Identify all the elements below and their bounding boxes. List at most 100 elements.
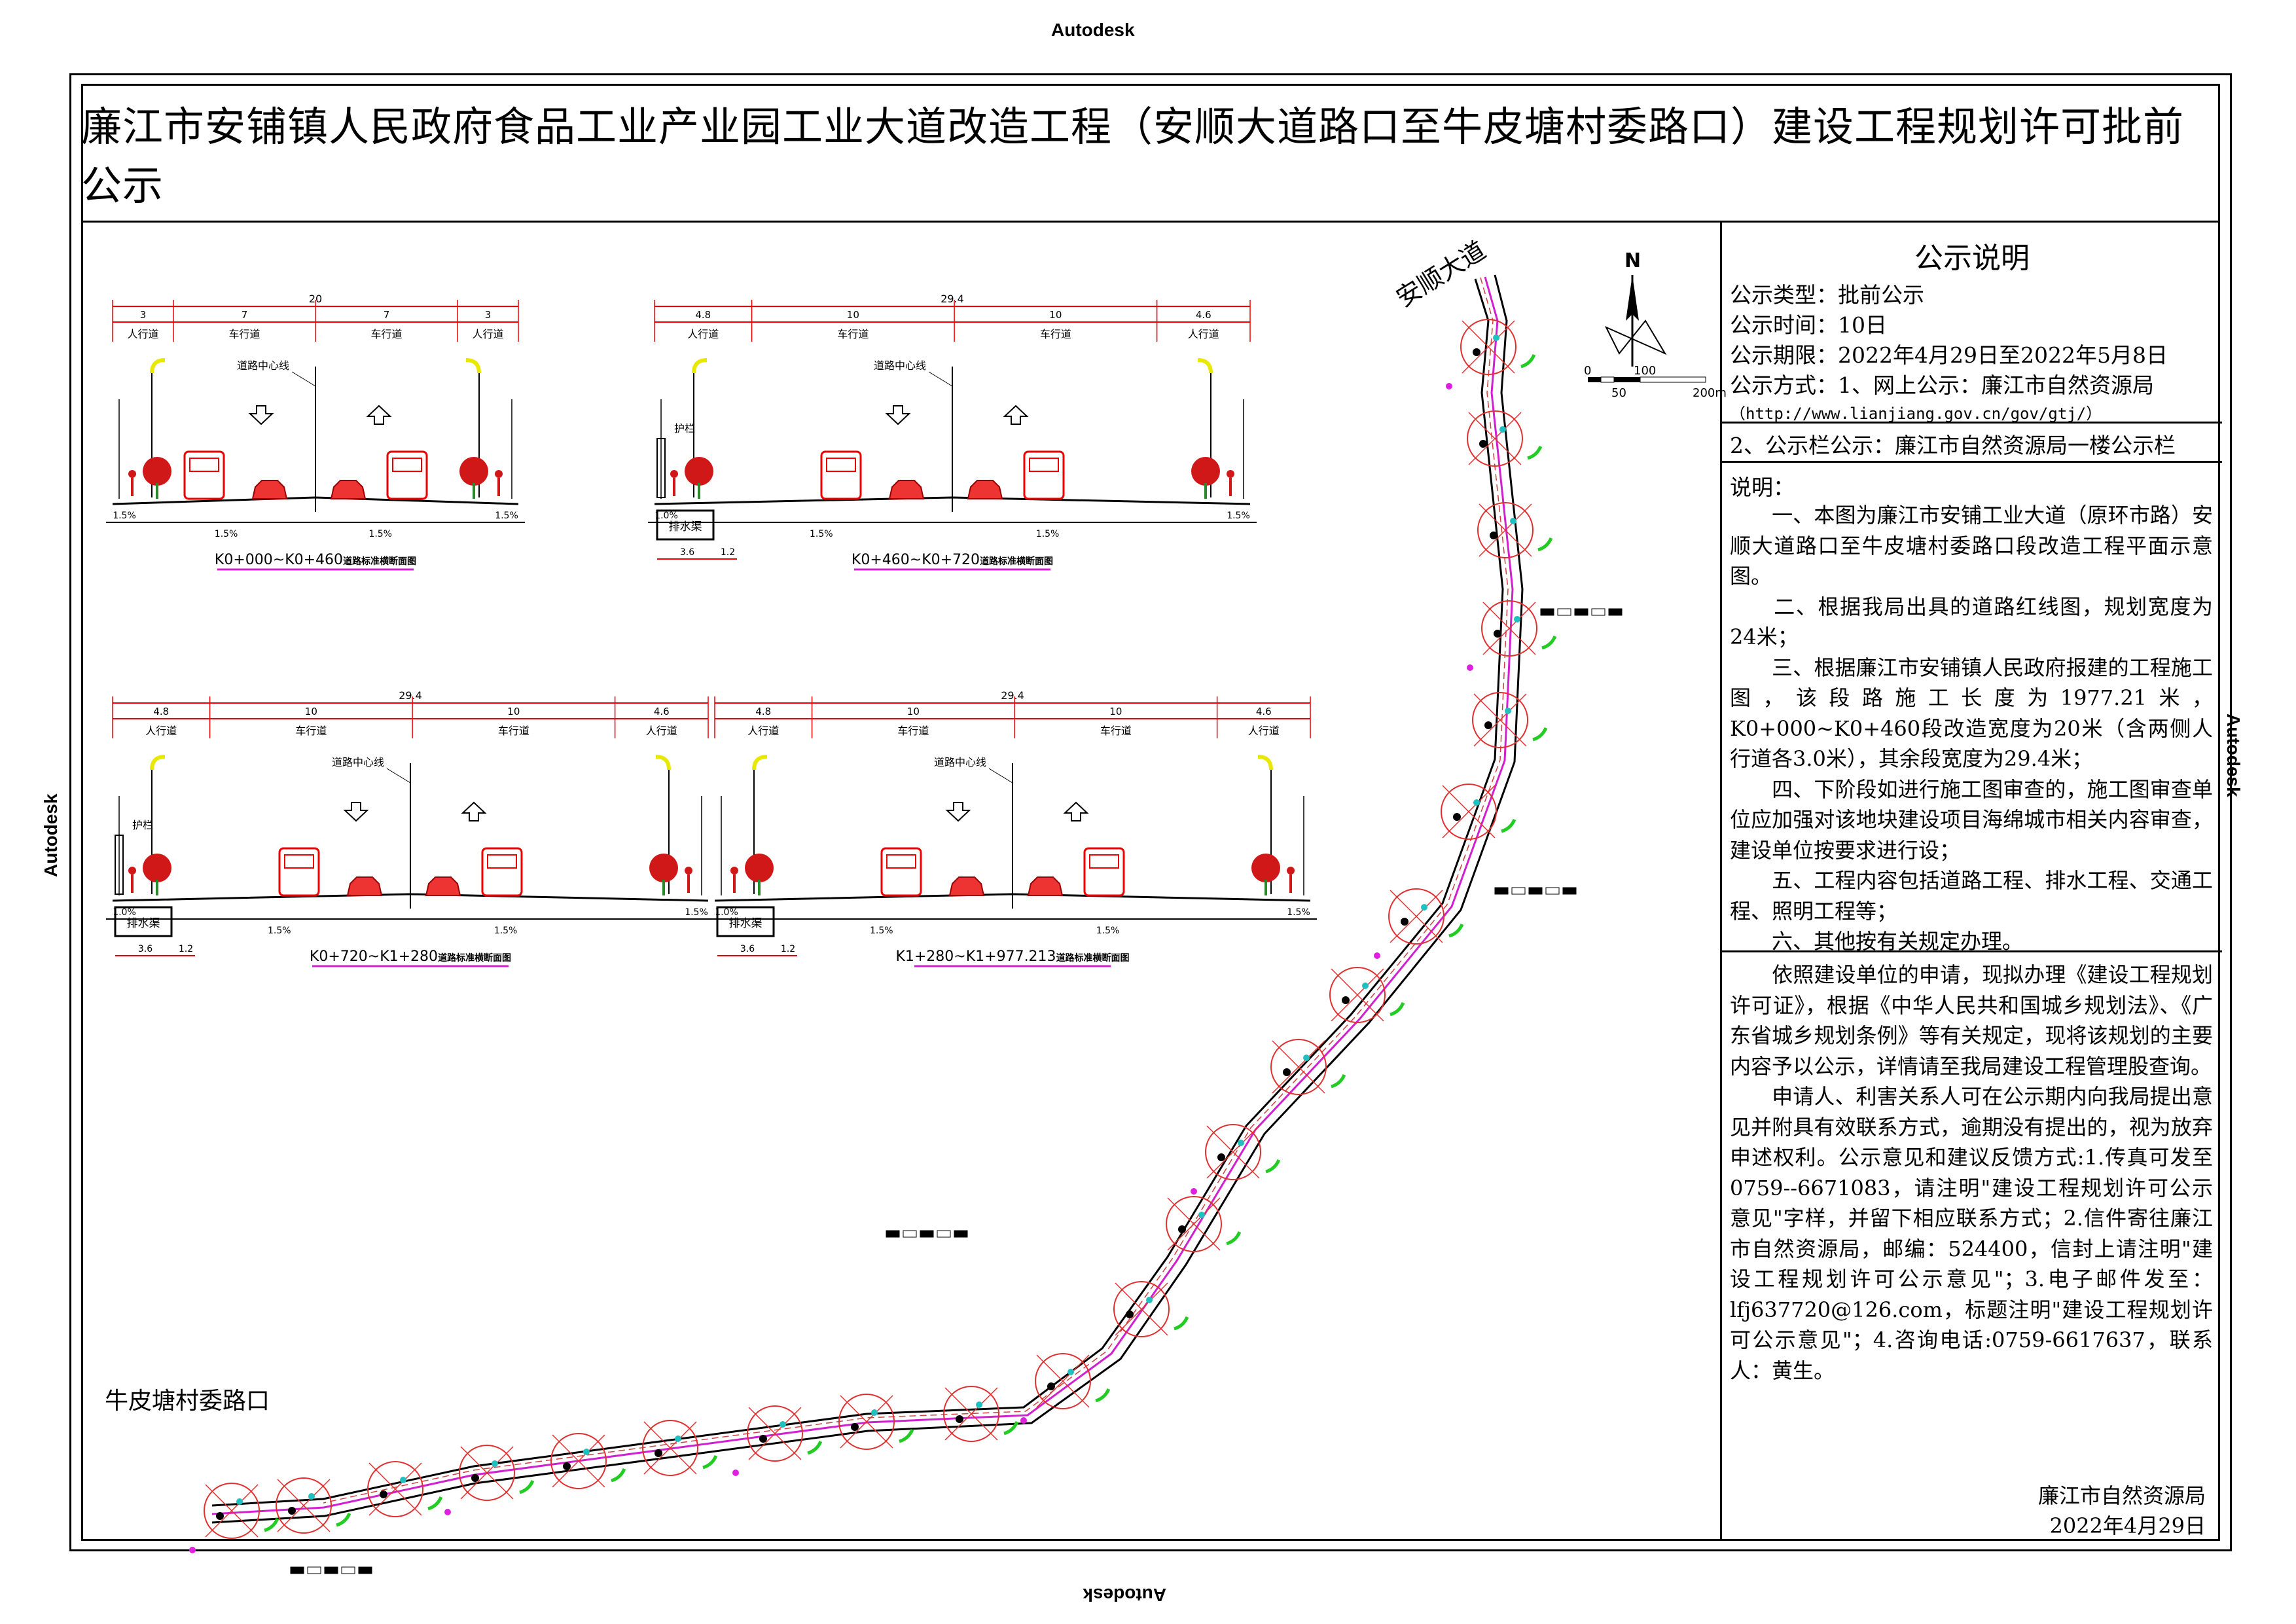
- station-tag-icon: [1540, 608, 1554, 616]
- slope-label: 1.5%: [215, 529, 238, 539]
- bus-window-icon: [189, 458, 219, 472]
- tree-icon: [1191, 457, 1220, 486]
- segment-width-label: 4.8: [695, 309, 711, 321]
- drain-box: [656, 509, 715, 541]
- tree-symbol-icon: [1472, 692, 1528, 748]
- section-caption: K0+000~K0+460道路标准横断面图: [215, 552, 416, 568]
- segment-name-label: 人行道: [145, 725, 177, 737]
- section-caption: K1+280~K1+977.213道路标准横断面图: [895, 948, 1129, 965]
- slope-label: 1.5%: [113, 511, 136, 521]
- pedestrian-icon: [685, 867, 692, 875]
- north-arrow-icon: N: [1604, 249, 1667, 367]
- bus-window-icon: [392, 458, 422, 472]
- tree-symbol-icon: [459, 1445, 515, 1501]
- centerline-label: 道路中心线: [237, 359, 289, 372]
- plan-symbols: [189, 319, 1623, 1574]
- manhole-symbol-icon: [1446, 383, 1452, 389]
- lamp-symbol-icon: [471, 1474, 479, 1482]
- lamp-symbol-icon: [288, 1507, 296, 1515]
- green-marker-icon: [427, 1496, 443, 1511]
- road-edge-left: [211, 278, 1504, 1507]
- total-width-label: 29.4: [941, 293, 964, 305]
- segment-width-label: 3: [140, 309, 147, 321]
- slope-label: 1.5%: [1227, 511, 1250, 521]
- fitting-symbol-icon: [236, 1498, 243, 1505]
- notice-heading: 公示说明: [1914, 242, 2030, 275]
- bus-window-icon: [487, 854, 517, 869]
- station-tag-icon: [1574, 608, 1588, 616]
- notice-explain-label: 说明：: [1730, 475, 1795, 500]
- remove-mark-icon: [1036, 1354, 1090, 1408]
- fitting-symbol-icon: [1505, 708, 1511, 714]
- drawing-frame-inner: [81, 84, 2220, 1541]
- tree-trunk-icon: [156, 483, 158, 499]
- tree-symbol-icon: [1460, 319, 1516, 375]
- tree-symbol-icon: [1481, 600, 1537, 657]
- drain-width-label: 3.6: [740, 944, 755, 954]
- lamp-symbol-icon: [1283, 1068, 1291, 1076]
- lamp-symbol-icon: [1484, 721, 1492, 729]
- section-caption: K0+460~K0+720道路标准横断面图: [852, 552, 1053, 568]
- lamp-head-icon: [752, 755, 768, 770]
- pedestrian-icon: [730, 867, 738, 875]
- manhole-symbol-icon: [189, 1547, 196, 1553]
- tree-symbol-icon: [204, 1483, 260, 1539]
- fitting-symbol-icon: [1421, 904, 1427, 911]
- remove-mark-icon: [1115, 1282, 1168, 1336]
- green-marker-icon: [702, 1454, 718, 1470]
- lamp-head-icon: [1257, 755, 1273, 770]
- slope-label: 1.0%: [655, 511, 678, 521]
- notice-duration: 公示时间：10日: [1730, 312, 1887, 338]
- green-marker-icon: [899, 1428, 914, 1443]
- green-marker-icon: [1226, 1231, 1242, 1246]
- station-tag-icon: [1557, 608, 1571, 616]
- green-marker-icon: [1448, 923, 1464, 938]
- green-marker-icon: [1095, 1388, 1111, 1403]
- road-centerline: [211, 276, 1514, 1515]
- watermark-left: Autodesk: [41, 793, 61, 877]
- bus-window-icon: [886, 854, 916, 869]
- notice-explanation: 一、本图为廉江市安铺工业大道（原环市路）安顺大道路口至牛皮塘村委路口段改造工程平…: [1730, 503, 2213, 954]
- slope-label: 1.0%: [715, 907, 738, 918]
- centerline-label: 道路中心线: [874, 359, 926, 372]
- segment-name-label: 车行道: [897, 725, 929, 737]
- bus-icon: [820, 450, 862, 500]
- notice-period: 公示期限：2022年4月29日至2022年5月8日: [1730, 342, 2168, 368]
- station-tag-icon: [937, 1230, 951, 1238]
- tree-symbol-icon: [642, 1420, 698, 1476]
- slope-label: 1.5%: [495, 511, 518, 521]
- drain-gap-label: 1.2: [781, 944, 795, 954]
- pedestrian-icon: [670, 470, 678, 478]
- car-icon: [251, 480, 288, 499]
- segment-width-label: 4.6: [1196, 309, 1211, 321]
- green-marker-icon: [611, 1468, 626, 1483]
- tree-symbol-icon: [1329, 967, 1386, 1023]
- tree-symbol-icon: [1035, 1353, 1091, 1409]
- title-band: 廉江市安铺镇人民政府食品工业产业园工业大道改造工程（安顺大道路口至牛皮塘村委路口…: [81, 84, 2220, 223]
- cross-section-3: 29.44.8人行道10车行道10车行道4.6人行道道路中心线1.0%1.5%1…: [106, 689, 715, 967]
- manhole-symbol-icon: [1191, 1188, 1197, 1195]
- drain-box: [114, 906, 173, 937]
- manhole-symbol-icon: [1374, 952, 1380, 959]
- slope-label: 1.5%: [870, 926, 893, 936]
- road-start-label: 安顺大道: [1391, 236, 1490, 313]
- green-marker-icon: [1541, 635, 1557, 650]
- page-title: 廉江市安铺镇人民政府食品工业产业园工业大道改造工程（安顺大道路口至牛皮塘村委路口…: [81, 102, 2185, 209]
- remove-mark-icon: [1390, 890, 1443, 943]
- remove-mark-icon: [1442, 785, 1496, 839]
- lamp-head-icon: [465, 358, 481, 374]
- segment-name-label: 车行道: [1040, 328, 1071, 340]
- pedestrian-icon: [495, 470, 503, 478]
- station-tag-icon: [1562, 887, 1577, 895]
- fitting-symbol-icon: [1514, 616, 1520, 623]
- fitting-symbol-icon: [780, 1421, 786, 1428]
- lamp-symbol-icon: [759, 1435, 767, 1443]
- station-tag-icon: [1545, 887, 1560, 895]
- arrow-down-icon: [885, 405, 911, 425]
- road-end-label: 牛皮塘村委路口: [105, 1388, 270, 1415]
- green-marker-icon: [807, 1440, 823, 1455]
- cross-sections: 203人行道7车行道7车行道3人行道道路中心线1.5%1.5%1.5%1.5%K…: [106, 293, 1317, 967]
- segment-name-label: 车行道: [837, 328, 869, 340]
- scale-bar: 0 50 100 200m: [1584, 364, 1727, 400]
- manhole-symbol-icon: [732, 1470, 739, 1476]
